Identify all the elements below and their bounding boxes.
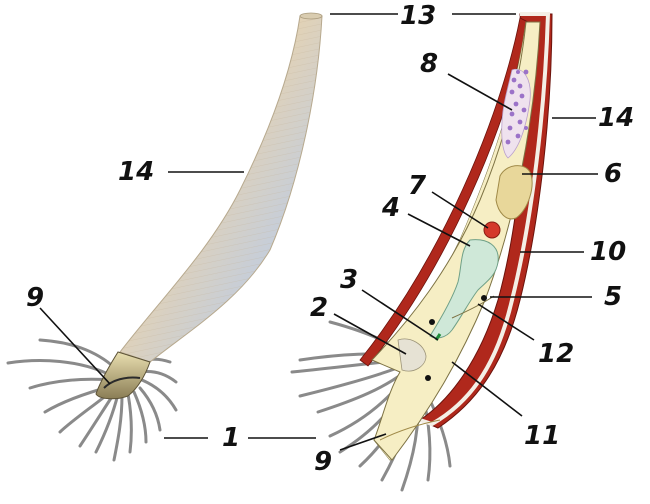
label-12: 12 bbox=[538, 339, 574, 369]
label-14-right: 14 bbox=[598, 103, 634, 133]
label-9-left: 9 bbox=[26, 283, 44, 313]
gut bbox=[429, 239, 499, 339]
label-2: 2 bbox=[310, 293, 328, 323]
label-11: 11 bbox=[524, 421, 560, 451]
gonad bbox=[495, 165, 533, 220]
label-8: 8 bbox=[420, 49, 438, 79]
label-14-left: 14 bbox=[118, 157, 154, 187]
label-3: 3 bbox=[340, 265, 358, 295]
leader-lines bbox=[39, 13, 598, 451]
label-4: 4 bbox=[381, 193, 400, 223]
head-crown bbox=[95, 351, 151, 400]
label-5: 5 bbox=[604, 282, 622, 312]
section-figure bbox=[290, 12, 553, 492]
label-10: 10 bbox=[590, 237, 626, 267]
number-labels: 13 8 14 14 6 7 4 10 5 3 2 12 9 1 11 9 bbox=[26, 1, 634, 477]
label-7: 7 bbox=[408, 171, 427, 201]
heart bbox=[483, 221, 501, 239]
label-6: 6 bbox=[604, 159, 622, 189]
whole-tube-figure bbox=[6, 12, 323, 462]
eggs bbox=[505, 69, 529, 145]
label-1: 1 bbox=[222, 423, 240, 453]
label-13: 13 bbox=[400, 1, 436, 31]
label-9-right: 9 bbox=[314, 447, 332, 477]
